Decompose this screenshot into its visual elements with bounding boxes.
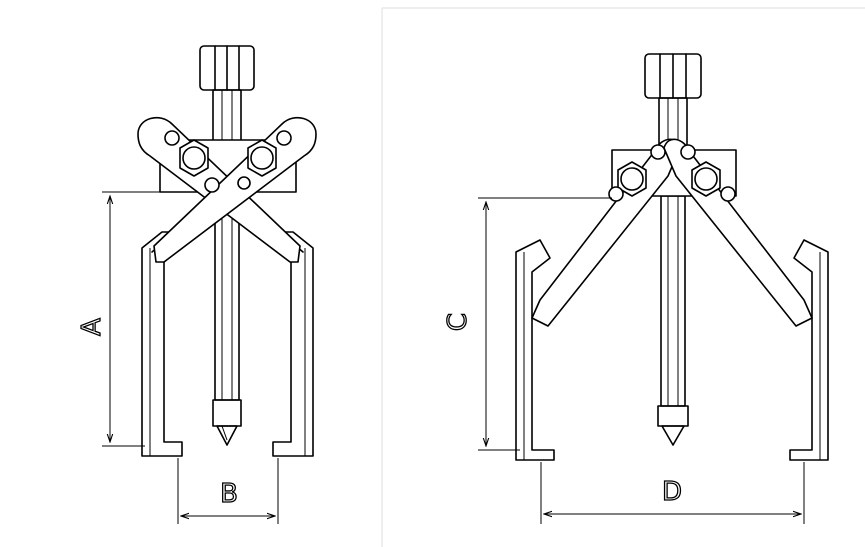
lower-pin-left-open — [608, 186, 624, 202]
center-pin-2 — [237, 176, 251, 190]
left-jaw-open — [515, 239, 555, 461]
pivot-pin-left-open — [650, 144, 666, 160]
bolt-left — [179, 139, 209, 177]
label-a: A — [77, 318, 107, 336]
dimension-b: B — [177, 458, 279, 524]
label-d: D — [662, 477, 682, 507]
closed-puller — [137, 45, 317, 457]
bolt-right — [247, 139, 277, 177]
right-arm-open — [663, 138, 813, 327]
label-b: B — [220, 479, 238, 509]
dimension-d: D — [540, 462, 805, 524]
left-arm-open — [531, 138, 681, 327]
pivot-pin-left — [164, 130, 180, 146]
pivot-pin-right-open — [680, 144, 696, 160]
dimension-c: C — [442, 197, 612, 451]
hex-nut — [199, 45, 255, 91]
lower-pin-right-open — [720, 186, 736, 202]
center-pin — [204, 177, 220, 193]
hex-nut-open — [644, 53, 702, 99]
open-puller — [515, 53, 829, 461]
right-jaw-open — [789, 239, 829, 461]
dimension-a: A — [76, 191, 160, 447]
pivot-pin-right — [276, 130, 292, 146]
bolt-right-open — [691, 161, 721, 197]
label-c: C — [443, 313, 473, 331]
